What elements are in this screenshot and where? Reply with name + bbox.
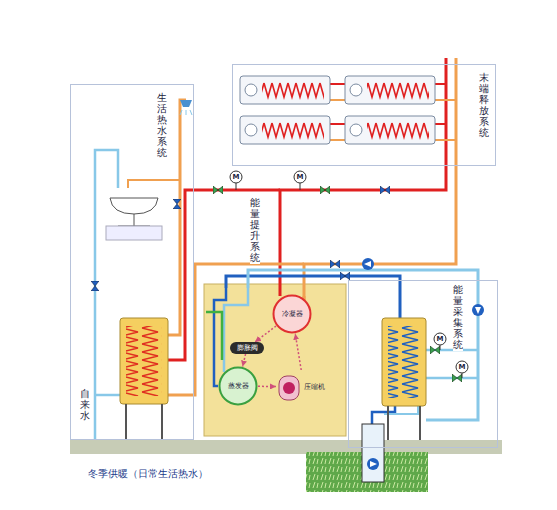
motor-valve-label: M [231, 172, 241, 182]
hot-water-tank [120, 318, 168, 440]
caption: 冬季供暖（日常生活热水） [88, 468, 208, 479]
pipes [95, 58, 478, 440]
ground [70, 440, 502, 454]
system-panel: 末端释放系统 [232, 64, 496, 166]
node-label: 膨胀阀 [237, 343, 258, 353]
shower-and-sink [106, 100, 192, 240]
refrigerant-flow [243, 354, 246, 367]
system-panel: 能量采集系统 [348, 280, 498, 448]
node-label: 能量提升系统 [250, 196, 260, 264]
node-label: 生活热水系统 [157, 91, 167, 159]
motor-valves [230, 171, 468, 378]
motor-valve-label: M [435, 334, 445, 344]
expansion-valve: 膨胀阀 [230, 342, 264, 354]
evaporator-circle: 蒸发器 [218, 366, 258, 406]
node-label: 能量采集系统 [453, 283, 463, 351]
valves [91, 186, 462, 382]
evaporator-loop [206, 312, 222, 360]
refrigerant-flow [255, 326, 276, 342]
compressor: 压缩机 [276, 370, 332, 404]
motor-valve-label: M [295, 172, 305, 182]
node-label: 末端释放系统 [479, 71, 489, 139]
pumps [362, 258, 484, 316]
system-panel: 生活热水系统 [70, 84, 194, 440]
heat-pump-housing [204, 284, 346, 436]
fan-coil-units [240, 76, 435, 144]
well [362, 424, 384, 482]
ground-heat-exchanger [382, 318, 426, 440]
heat-pump-box: 能量提升系统冷凝器膨胀阀蒸发器压缩机 [204, 284, 346, 436]
refrigerant-flow [258, 386, 276, 388]
condenser-circle: 冷凝器 [272, 294, 312, 334]
refrigerant-flow [295, 334, 301, 370]
node-label: 蒸发器 [228, 381, 249, 391]
node-label: 压缩机 [304, 382, 325, 392]
pipe-label: 自来水 [80, 388, 90, 421]
motor-valve-label: M [457, 362, 467, 372]
node-label: 冷凝器 [282, 309, 303, 319]
